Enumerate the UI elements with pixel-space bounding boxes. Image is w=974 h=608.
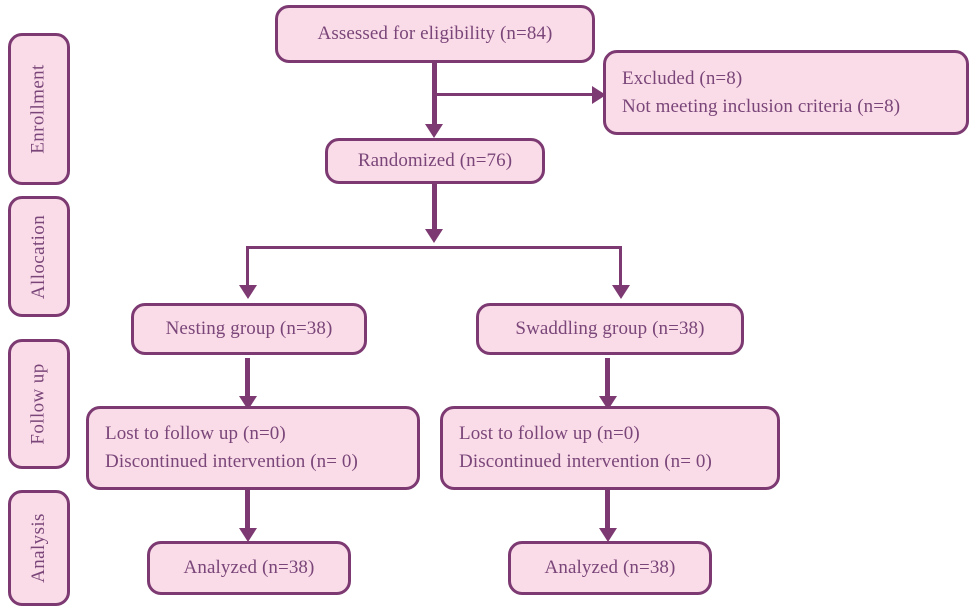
- connector-randomized-trunk: [432, 183, 437, 233]
- node-nesting-group[interactable]: Nesting group (n=38): [131, 303, 367, 355]
- arrowhead-lost-to-analyzed-right: [599, 528, 617, 542]
- node-analyzed-right[interactable]: Analyzed (n=38): [508, 541, 712, 595]
- node-lost-followup-left-line-2: Discontinued intervention (n= 0): [105, 451, 358, 472]
- arrowhead-to-excluded: [592, 86, 606, 104]
- node-lost-followup-left[interactable]: Lost to follow up (n=0) Discontinued int…: [86, 406, 420, 490]
- node-analyzed-left-line-1: Analyzed (n=38): [183, 557, 315, 579]
- node-randomized-line-1: Randomized (n=76): [357, 150, 513, 172]
- stage-label-enrollment: Enrollment: [8, 33, 70, 185]
- node-swaddling-group-line-1: Swaddling group (n=38): [515, 318, 705, 340]
- stage-label-followup-text: Follow up: [28, 363, 50, 445]
- node-assessed-line-1: Assessed for eligibility (n=84): [317, 23, 553, 45]
- connector-nesting-to-lost: [245, 358, 250, 400]
- node-assessed-for-eligibility[interactable]: Assessed for eligibility (n=84): [275, 5, 595, 63]
- stage-label-allocation-text: Allocation: [28, 214, 50, 299]
- arrowhead-randomized-split: [425, 229, 443, 243]
- connector-to-excluded: [436, 93, 596, 96]
- node-excluded-line-1: Excluded (n=8): [622, 67, 743, 89]
- node-analyzed-left[interactable]: Analyzed (n=38): [147, 541, 351, 595]
- connector-allocation-bar: [246, 246, 622, 249]
- connector-allocation-right-drop: [619, 246, 622, 290]
- node-lost-followup-right-line-2: Discontinued intervention (n= 0): [459, 451, 712, 472]
- stage-label-analysis-text: Analysis: [28, 513, 50, 583]
- node-lost-followup-right-line-1: Lost to follow up (n=0): [459, 423, 640, 445]
- stage-label-enrollment-text: Enrollment: [28, 64, 50, 154]
- node-nesting-group-line-1: Nesting group (n=38): [165, 318, 333, 340]
- node-lost-followup-left-line-1: Lost to follow up (n=0): [105, 423, 286, 445]
- arrowhead-to-swaddling-group: [612, 285, 630, 299]
- stage-label-analysis: Analysis: [8, 490, 70, 606]
- connector-lost-to-analyzed-right: [605, 490, 610, 532]
- stage-label-allocation: Allocation: [8, 196, 70, 317]
- arrowhead-assessed-to-randomized: [425, 124, 443, 138]
- node-analyzed-right-line-1: Analyzed (n=38): [544, 557, 676, 579]
- node-excluded-line-2: Not meeting inclusion criteria (n=8): [622, 95, 901, 117]
- stage-label-followup: Follow up: [8, 339, 70, 469]
- connector-allocation-left-drop: [246, 246, 249, 290]
- connector-assessed-trunk: [432, 61, 437, 129]
- node-randomized[interactable]: Randomized (n=76): [325, 138, 545, 184]
- node-lost-followup-right[interactable]: Lost to follow up (n=0) Discontinued int…: [440, 406, 780, 490]
- connector-swaddling-to-lost: [605, 358, 610, 400]
- node-excluded[interactable]: Excluded (n=8) Not meeting inclusion cri…: [603, 50, 969, 135]
- connector-lost-to-analyzed-left: [245, 490, 250, 532]
- node-swaddling-group[interactable]: Swaddling group (n=38): [476, 303, 744, 355]
- arrowhead-lost-to-analyzed-left: [239, 528, 257, 542]
- arrowhead-to-nesting-group: [239, 285, 257, 299]
